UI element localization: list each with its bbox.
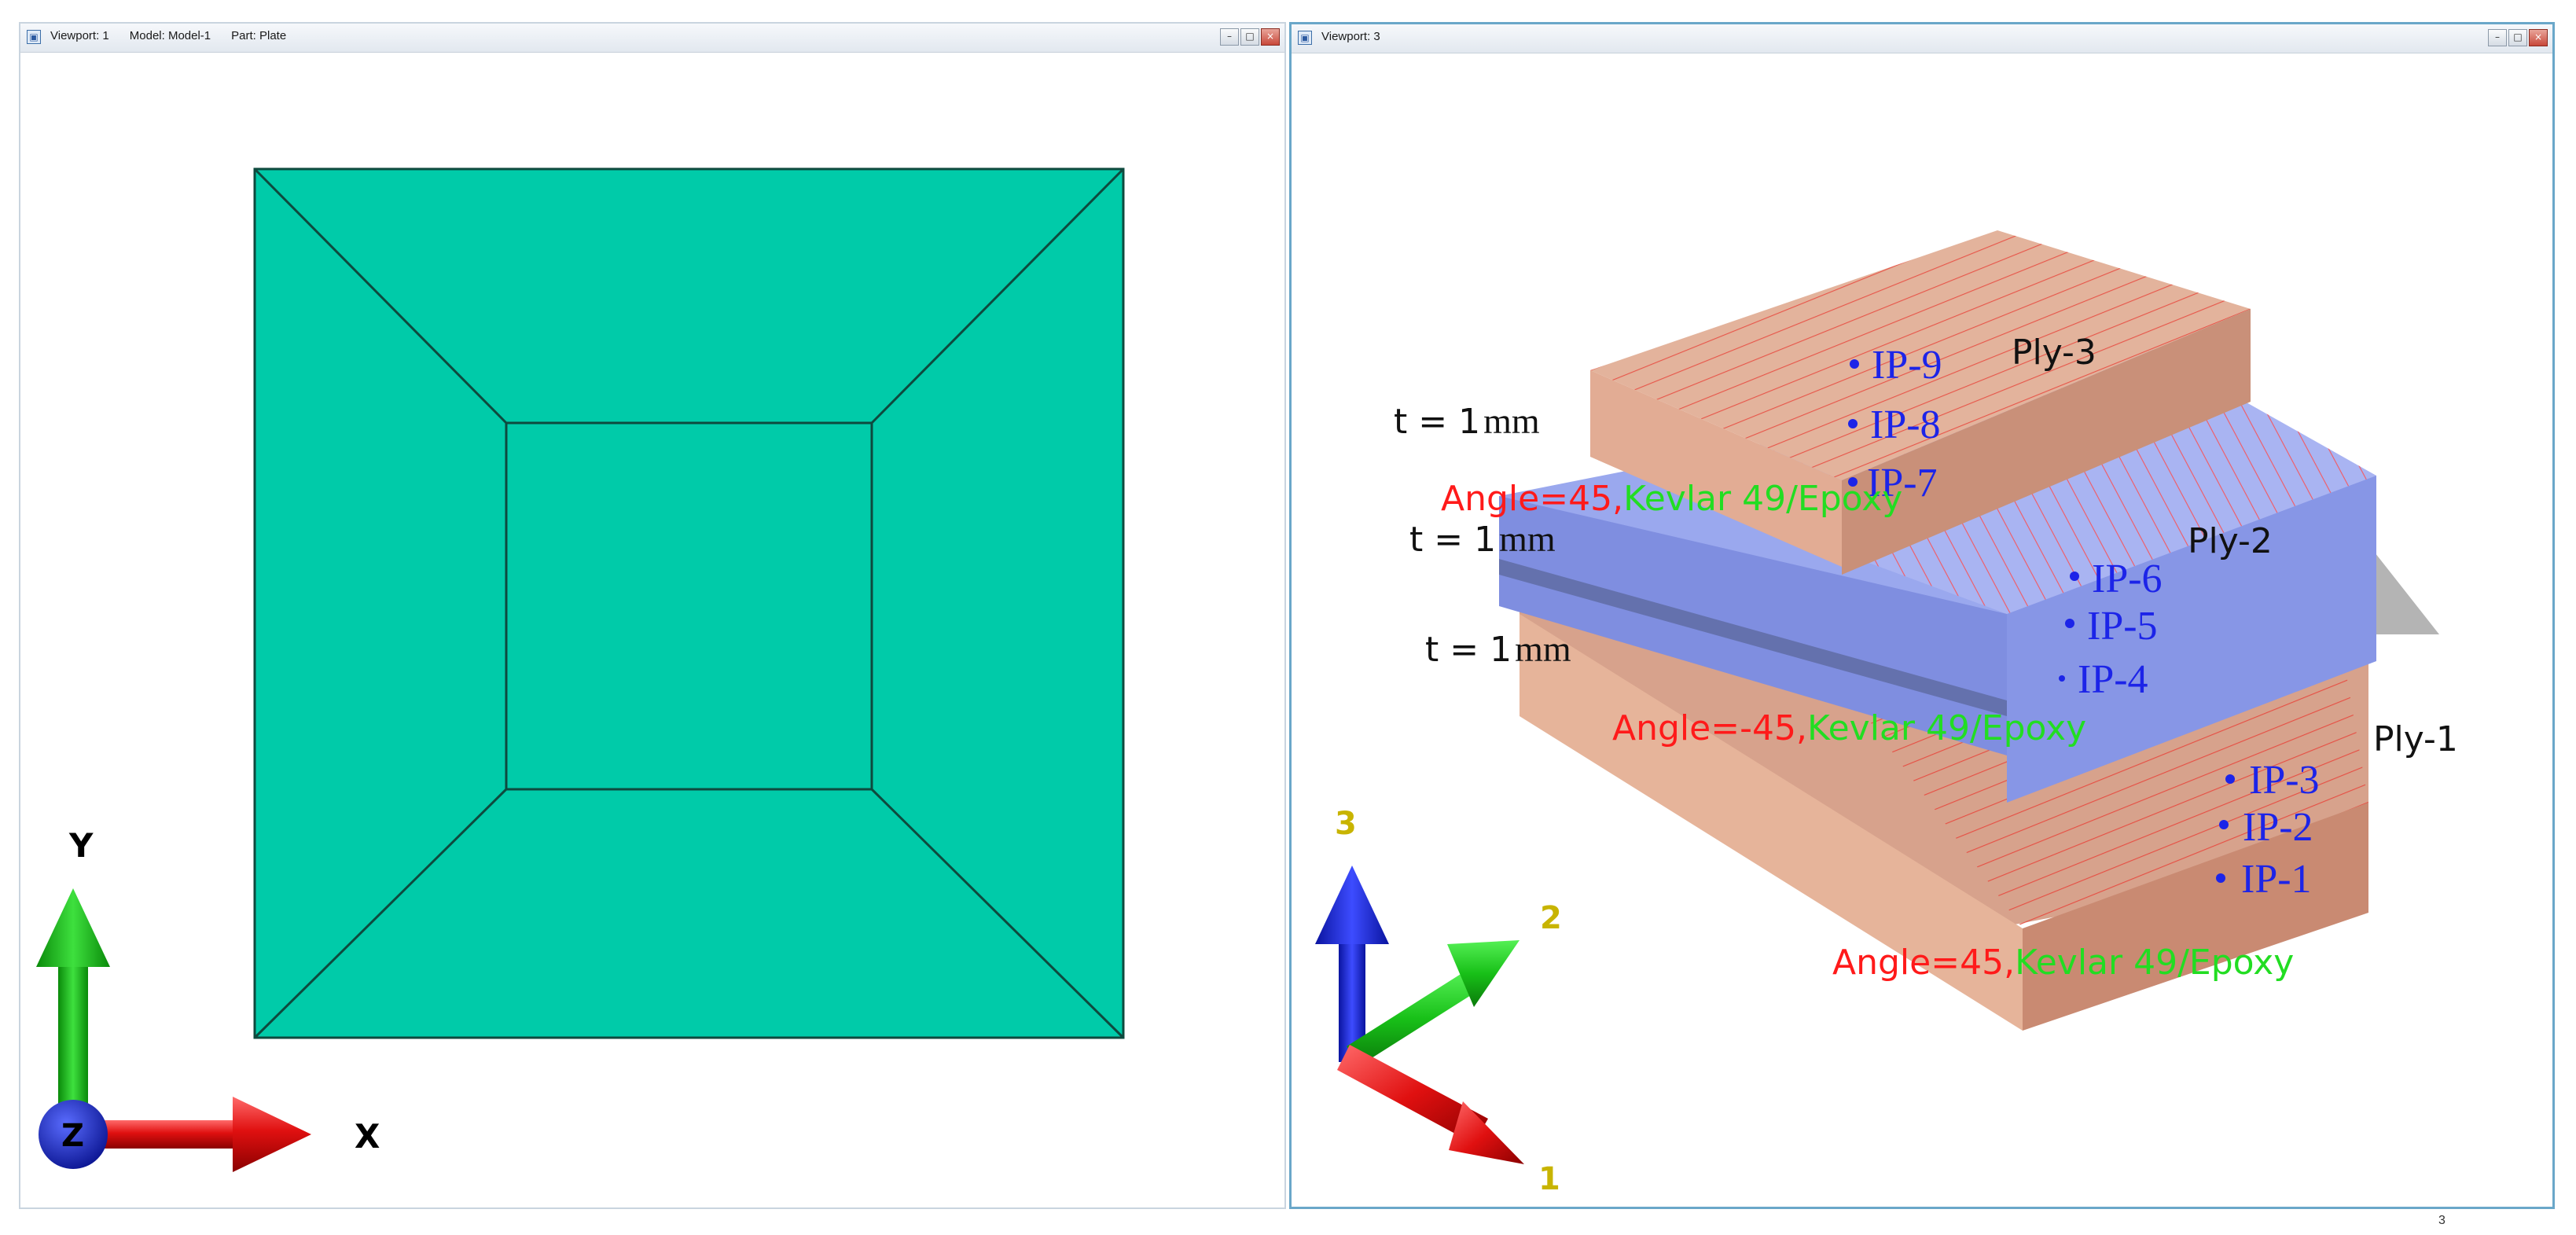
material-triad	[1315, 866, 1524, 1164]
ply-1-thickness-label: t = 1mm	[1425, 629, 1571, 670]
maximize-button[interactable]: □	[1240, 28, 1259, 46]
minimize-button[interactable]: –	[1220, 28, 1239, 46]
ply-2-orientation-label: Angle=-45,Kevlar 49/Epoxy	[1612, 708, 2086, 748]
ply-3-solid[interactable]	[1590, 230, 2251, 575]
x-axis-label: X	[355, 1117, 380, 1156]
ip-4-label: IP-4	[2078, 657, 2148, 702]
plate-part[interactable]	[253, 167, 1125, 1039]
ply-3-thickness-eq: t = 1	[1394, 402, 1480, 442]
viewport-1-canvas[interactable]: Z Y X	[20, 24, 1286, 1209]
close-button[interactable]: ×	[1261, 28, 1280, 46]
viewport-1-window[interactable]: ▣ Viewport: 1 Model: Model-1 Part: Plate –…	[19, 22, 1286, 1209]
close-button[interactable]: ×	[2529, 29, 2548, 46]
ply-1-thickness-unit: mm	[1515, 629, 1571, 669]
viewport-3-titlebar[interactable]: ▣ Viewport: 3 – □ ×	[1292, 24, 2552, 53]
ply-2-thickness-eq: t = 1	[1409, 520, 1496, 560]
integration-points	[1848, 359, 2235, 883]
maximize-button[interactable]: □	[2508, 29, 2527, 46]
ply-1-label: Ply-1	[2373, 719, 2458, 759]
ip-1-label: IP-1	[2241, 857, 2312, 902]
ply-1-thickness-eq: t = 1	[1425, 630, 1512, 670]
ip-9-label: IP-9	[1872, 343, 1942, 388]
ply-1-material: Kevlar 49/Epoxy	[2015, 943, 2294, 983]
ply-1-orientation-label: Angle=45,Kevlar 49/Epoxy	[1832, 943, 2294, 983]
viewport-icon: ▣	[27, 30, 41, 44]
ply-2-material: Kevlar 49/Epoxy	[1807, 708, 2086, 748]
ply-2-label: Ply-2	[2188, 521, 2273, 561]
ply-3-thickness-unit: mm	[1483, 401, 1540, 441]
ply-3-angle: Angle=45,	[1441, 479, 1623, 519]
ply-2-thickness-unit: mm	[1499, 519, 1556, 559]
minimize-button[interactable]: –	[2488, 29, 2507, 46]
viewport-3-canvas[interactable]: IP-1 IP-2 IP-3 IP-4 IP-5 IP-6 IP-7 IP-8 …	[1292, 24, 2555, 1209]
z-axis-label: Z	[61, 1118, 84, 1154]
viewport-3-window[interactable]: ▣ Viewport: 3 – □ ×	[1289, 22, 2555, 1209]
ply-3-thickness-label: t = 1mm	[1394, 401, 1540, 442]
ply-1-angle: Angle=45,	[1832, 943, 2015, 983]
ip-3-label: IP-3	[2249, 758, 2320, 803]
viewport-1-titlebar[interactable]: ▣ Viewport: 1 Model: Model-1 Part: Plate –…	[20, 24, 1284, 53]
ip-5-label: IP-5	[2087, 604, 2158, 649]
axis-1-label: 1	[1538, 1161, 1560, 1197]
axis-3-label: 3	[1335, 806, 1357, 842]
viewport-icon: ▣	[1298, 31, 1312, 45]
viewport-1-title: Viewport: 1 Model: Model-1 Part: Plate	[50, 29, 307, 42]
view-triad	[36, 888, 311, 1172]
ip-6-label: IP-6	[2092, 557, 2163, 601]
part-name: Part: Plate	[231, 29, 287, 42]
ply-3-material: Kevlar 49/Epoxy	[1623, 479, 1902, 519]
ply-3-label: Ply-3	[2012, 333, 2096, 373]
axis-2-label: 2	[1540, 900, 1562, 936]
corner-mark: 3	[2438, 1214, 2446, 1227]
viewport-3-title: Viewport: 3	[1321, 30, 1380, 43]
ply-3-orientation-label: Angle=45,Kevlar 49/Epoxy	[1441, 479, 1902, 519]
ply-2-angle: Angle=-45,	[1612, 708, 1807, 748]
ip-8-label: IP-8	[1870, 402, 1941, 447]
ip-7-label: IP-7	[1867, 461, 1938, 505]
ip-2-label: IP-2	[2243, 805, 2313, 850]
ply-2-thickness-label: t = 1mm	[1409, 519, 1556, 560]
model-name: Model: Model-1	[129, 29, 211, 42]
viewport-name: Viewport: 1	[50, 29, 109, 42]
y-axis-label: Y	[68, 826, 94, 865]
